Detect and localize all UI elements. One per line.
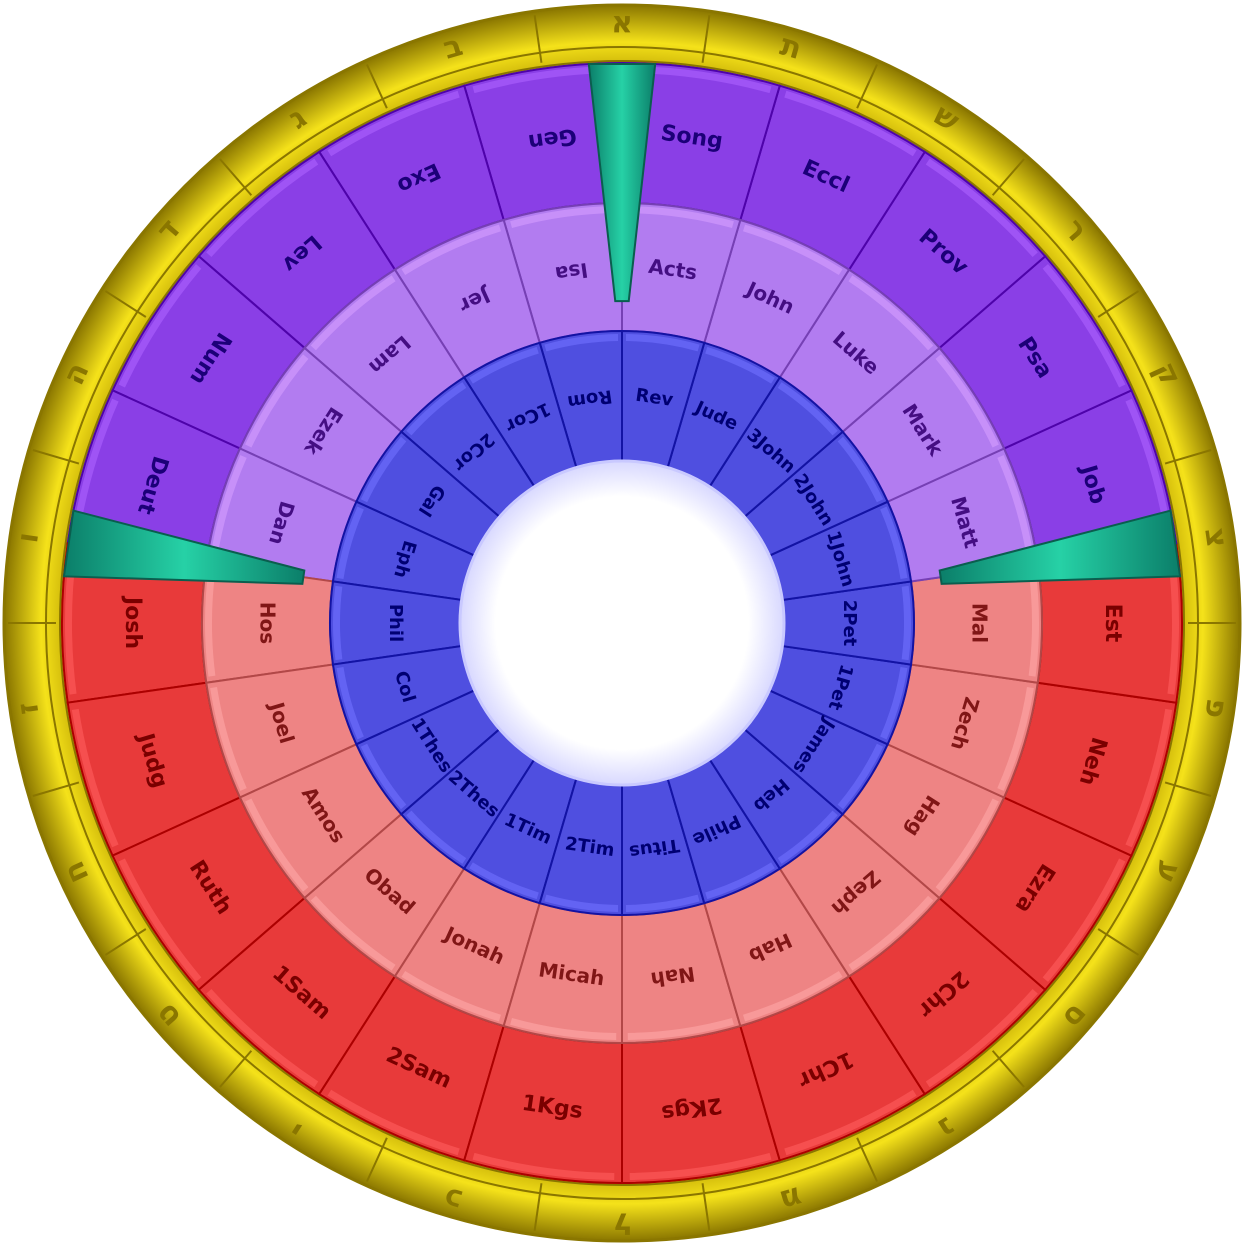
outer-ring-label: Josh [120,595,145,649]
inner-ring-label: Phil [385,604,406,642]
outer-ring-label: Est [1100,604,1125,643]
inner-ring-label: 2Pet [839,600,860,647]
middle-ring-label: Hos [256,602,280,644]
hebrew-letter: א [611,6,633,41]
middle-ring-label: Mal [968,603,992,643]
middle-ring-label: Isa [554,258,590,286]
hebrew-letter: ל [613,1206,631,1241]
center-hub [460,461,784,785]
